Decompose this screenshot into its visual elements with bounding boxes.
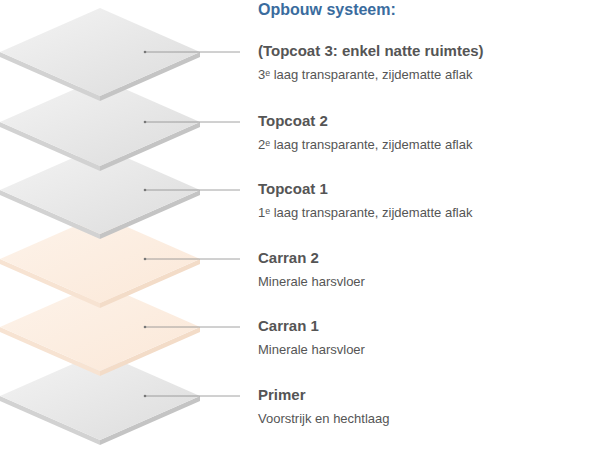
layer-name: Topcoat 2 [258,112,594,130]
layer-name: Topcoat 1 [258,180,594,198]
leader-dot [144,395,147,398]
leader-dot [144,51,147,54]
layer-description: Minerale harsvloer [258,342,594,358]
layer-label: Carran 2 Minerale harsvloer [258,249,594,290]
layer-label: Topcoat 1 1ᵉ laag transparante, zijdematt… [258,180,594,221]
layer-name: (Topcoat 3: enkel natte ruimtes) [258,42,594,60]
layer-plate [0,8,240,101]
layer-name: Primer [258,386,594,404]
leader-dot [144,326,147,329]
leader-dot [144,189,147,192]
leader-line [145,190,240,191]
leader-line [145,259,240,260]
layer-description: 1ᵉ laag transparante, zijdematte aflak [258,205,594,221]
layer-label: Carran 1 Minerale harsvloer [258,317,594,358]
layer-label: (Topcoat 3: enkel natte ruimtes) 3ᵉ laag … [258,42,594,83]
diagram-title: Opbouw systeem: [258,1,396,19]
leader-dot [144,258,147,261]
leader-line [145,327,240,328]
layer-name: Carran 2 [258,249,594,267]
leader-line [145,396,240,397]
layer-description: Voorstrijk en hechtlaag [258,411,594,427]
leader-line [145,122,240,123]
layer-description: 2ᵉ laag transparante, zijdematte aflak [258,137,594,153]
leader-line [145,52,240,53]
layer-description: Minerale harsvloer [258,274,594,290]
layer-label: Topcoat 2 2ᵉ laag transparante, zijdematt… [258,112,594,153]
layer-name: Carran 1 [258,317,594,335]
leader-dot [144,121,147,124]
layer-description: 3ᵉ laag transparante, zijdematte aflak [258,67,594,83]
layer-label: PrimerVoorstrijk en hechtlaag [258,386,594,427]
